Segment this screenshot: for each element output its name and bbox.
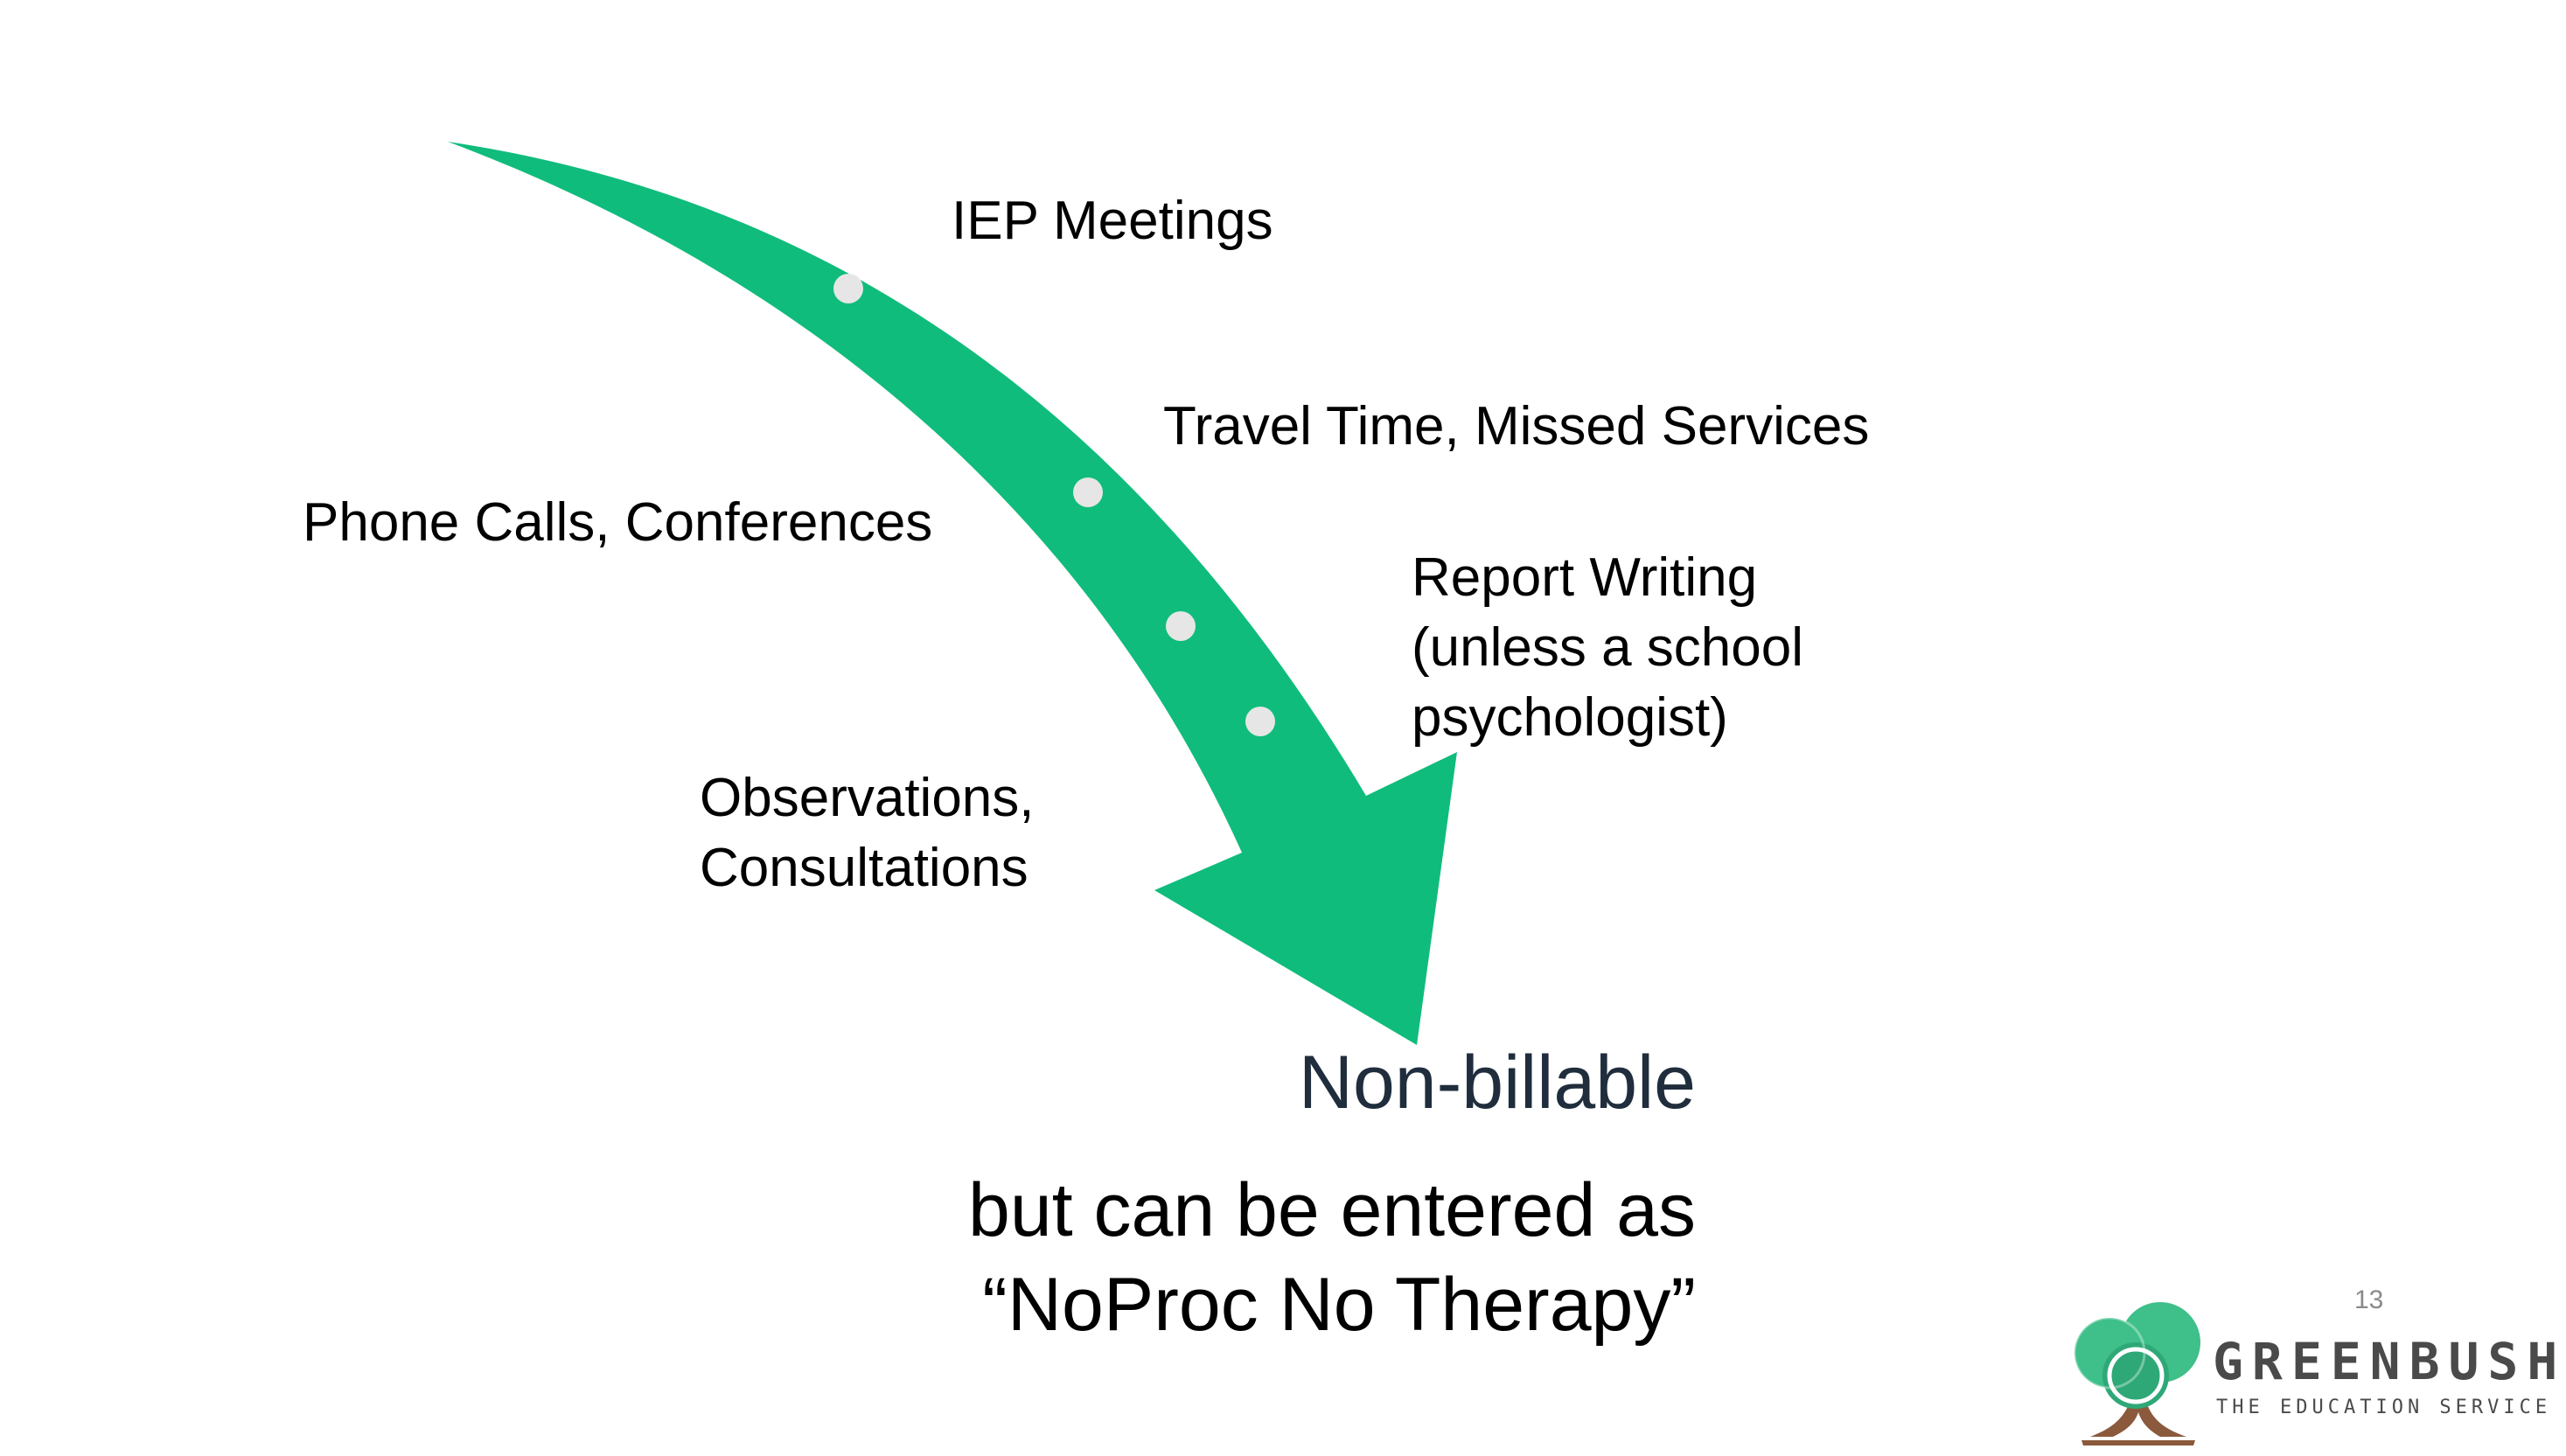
label-observations: Observations, Consultations <box>700 768 1035 898</box>
arrow-dot-3 <box>1166 611 1196 641</box>
logo-name: GREENBUSH <box>2213 1332 2566 1391</box>
page-number: 13 <box>2354 1285 2384 1314</box>
noproc-note: but can be entered as “NoProc No Therapy… <box>968 1163 1696 1352</box>
greenbush-logo: GREENBUSH THE EDUCATION SERVICE CENTER <box>2055 1299 2566 1452</box>
arrow-dot-1 <box>833 274 863 303</box>
curved-arrow <box>448 142 1457 1045</box>
label-iep-meetings: IEP Meetings <box>952 191 1273 251</box>
logo-tagline: THE EDUCATION SERVICE CENTER <box>2216 1397 2566 1418</box>
noproc-note-line: “NoProc No Therapy” <box>982 1263 1696 1347</box>
non-billable-heading: Non-billable <box>1298 1041 1696 1125</box>
tree-logo-icon <box>2073 1302 2200 1446</box>
label-report-writing: Report Writing (unless a school psycholo… <box>1412 547 1804 748</box>
label-travel-time: Travel Time, Missed Services <box>1163 396 1870 456</box>
label-phone-calls: Phone Calls, Conferences <box>303 492 933 553</box>
noproc-note-line: but can be entered as <box>968 1168 1696 1252</box>
arrow-dot-4 <box>1245 707 1275 736</box>
arrow-dot-2 <box>1073 477 1103 507</box>
